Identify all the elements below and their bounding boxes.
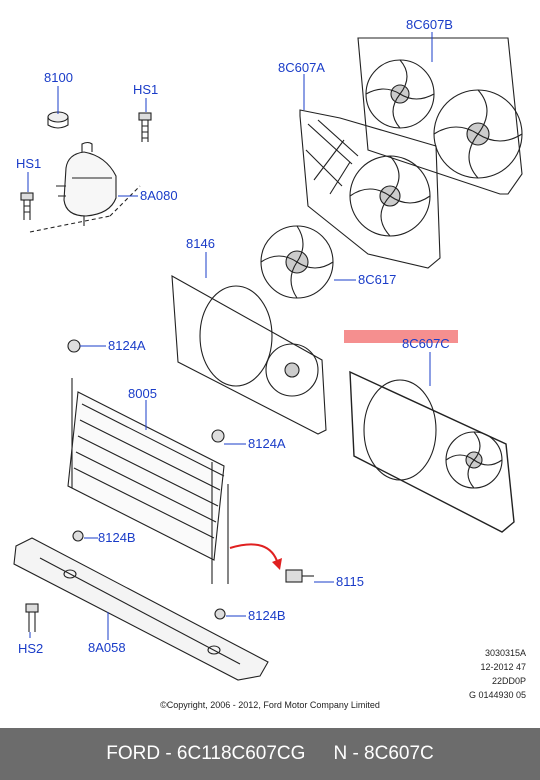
red-arrow-head: [272, 558, 282, 570]
reservoir-cap-8100: [47, 111, 69, 129]
highlight-8c607c: [344, 330, 458, 343]
radiator-8005: [67, 378, 229, 584]
callout-hs2[interactable]: HS2: [18, 641, 44, 656]
callout-8a080[interactable]: 8A080: [140, 188, 178, 203]
callout-8c607a[interactable]: 8C607A: [278, 60, 325, 75]
fitting-8124a-2: [211, 429, 225, 443]
fan-blade-8c617: [260, 225, 334, 299]
fan-shroud-8146: [171, 275, 327, 435]
exploded-parts-diagram: [13, 32, 523, 681]
callout-8c607c[interactable]: 8C607C: [402, 336, 450, 351]
red-arrow: [229, 543, 279, 565]
drain-plug-8115: [285, 569, 314, 583]
footer-bar: FORD - 6C118C607CG N - 8C607C: [0, 728, 540, 780]
callout-8c607b[interactable]: 8C607B: [406, 17, 453, 32]
leader-lines: [27, 32, 433, 640]
callout-8124b-1[interactable]: 8124B: [98, 530, 136, 545]
footer-part-number: FORD - 6C118C607CG: [106, 743, 306, 764]
bolt-hs1-top: [138, 112, 152, 142]
callout-8124a-1[interactable]: 8124A: [108, 338, 146, 353]
fan-shroud-8c607a: [299, 109, 441, 269]
expansion-tank-8a080: [56, 141, 117, 226]
callout-8a058[interactable]: 8A058: [88, 640, 126, 655]
assembly-dash-line: [29, 185, 141, 233]
fan-shroud-8c607c: [349, 370, 515, 533]
callout-hs1-left[interactable]: HS1: [16, 156, 42, 171]
callout-8100[interactable]: 8100: [44, 70, 73, 85]
reference-line-2: 12-2012 47: [480, 662, 526, 672]
bolt-hs2: [25, 603, 39, 632]
callout-hs1-top[interactable]: HS1: [133, 82, 159, 97]
support-beam-8a058: [13, 537, 269, 681]
callout-8115[interactable]: 8115: [336, 574, 364, 589]
fan-shroud-8c607b: [357, 37, 523, 195]
footer-reference-number: N - 8C607C: [333, 743, 434, 764]
bolt-hs1-left: [20, 192, 34, 220]
callout-8005[interactable]: 8005: [128, 386, 157, 401]
fitting-8124b-2: [214, 608, 226, 620]
reference-line-4: G 0144930 05: [468, 690, 526, 700]
copyright-notice: ©Copyright, 2006 - 2012, Ford Motor Comp…: [160, 700, 380, 710]
callout-8146[interactable]: 8146: [186, 236, 215, 251]
callout-8124a-2[interactable]: 8124A: [248, 436, 286, 451]
fitting-8124a-1: [67, 339, 81, 353]
reference-line-1: 3030315A: [484, 648, 526, 658]
callout-8124b-2[interactable]: 8124B: [248, 608, 286, 623]
reference-line-3: 22DD0P: [491, 676, 526, 686]
fitting-8124b-1: [72, 530, 84, 542]
callout-8c617[interactable]: 8C617: [358, 272, 397, 287]
